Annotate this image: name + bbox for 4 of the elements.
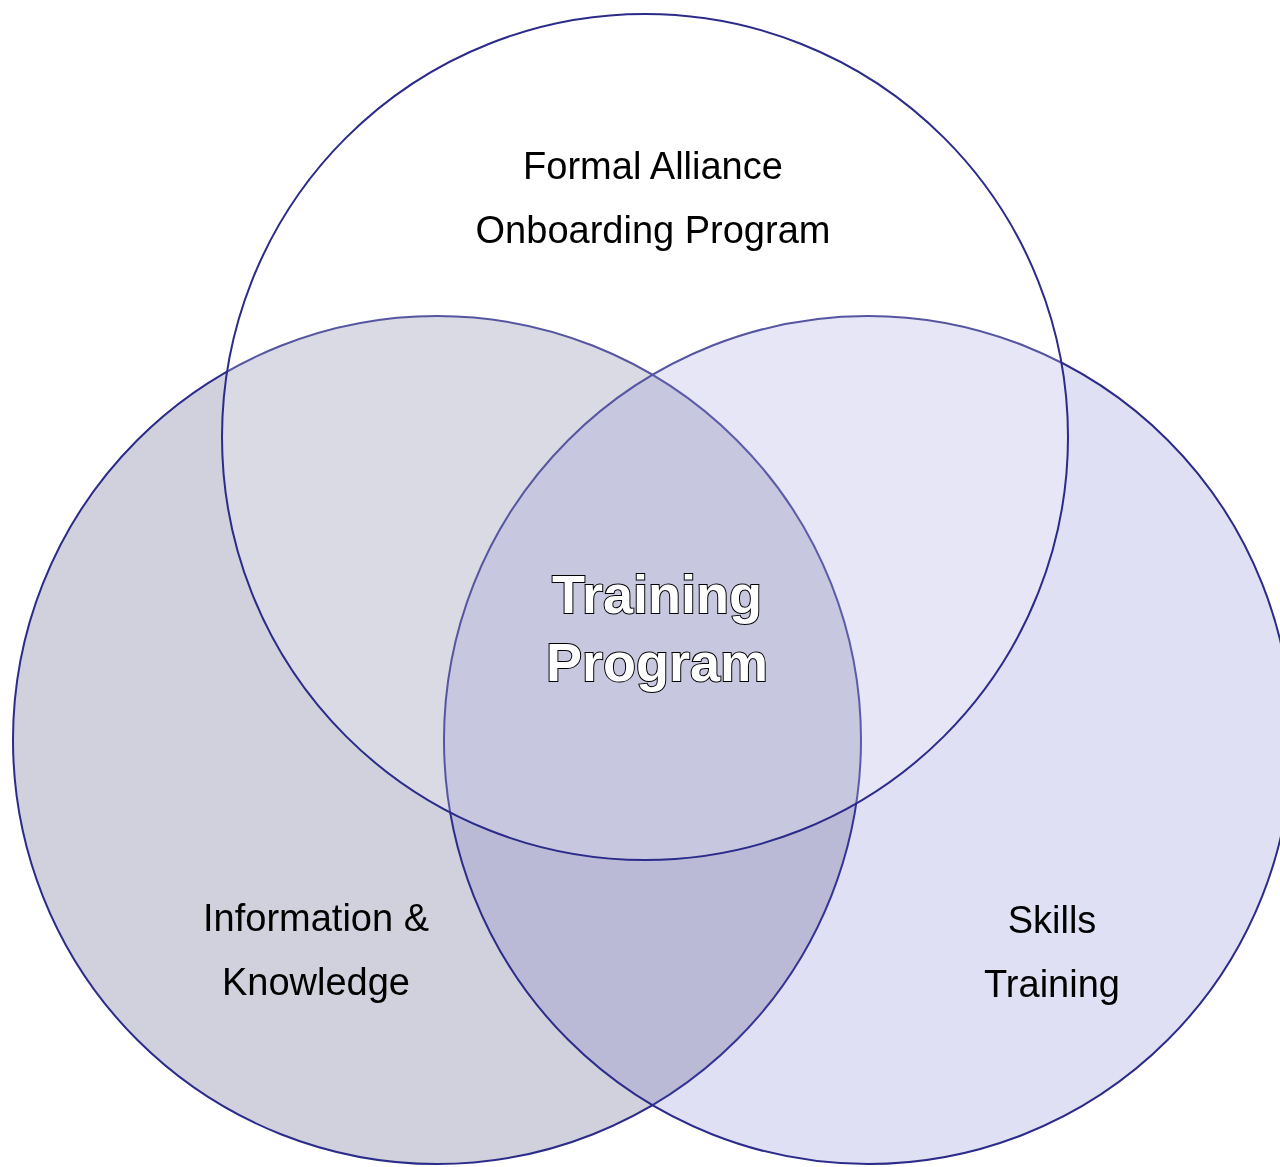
circle-label: Formal Alliance Onboarding Program	[474, 144, 832, 253]
circle-label: Skills Training	[983, 898, 1121, 1007]
circle-label: Information & Knowledge	[202, 896, 430, 1005]
center-label: Training Program	[544, 563, 770, 694]
